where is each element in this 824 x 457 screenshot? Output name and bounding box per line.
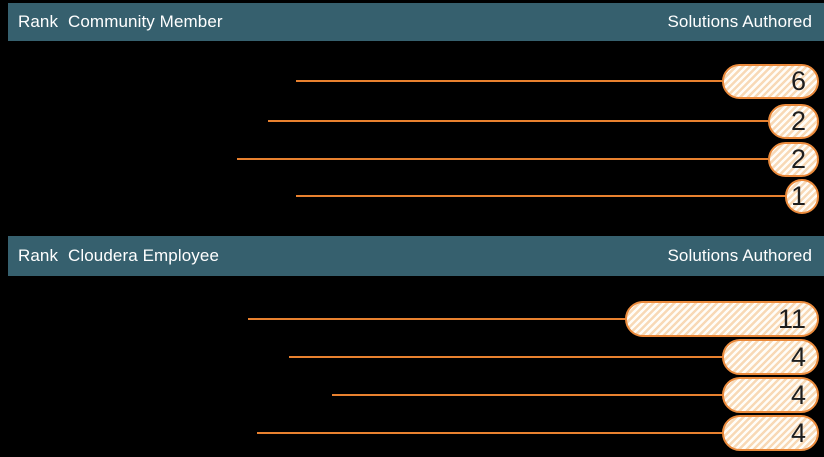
solutions-count: 2 — [790, 106, 806, 136]
solutions-count-badge: 4 — [722, 415, 819, 451]
solutions-count-badge: 2 — [768, 104, 819, 139]
bar-line — [296, 80, 722, 82]
solutions-count: 2 — [790, 144, 806, 174]
bar-line — [268, 120, 768, 122]
rank-column-header: Rank — [18, 246, 59, 265]
bar-line — [257, 432, 722, 434]
solutions-count-badge: 4 — [722, 339, 819, 375]
solutions-count: 1 — [790, 181, 806, 211]
solutions-count: 6 — [790, 66, 806, 96]
solutions-column-header: Solutions Authored — [667, 12, 812, 31]
community-table-header: Rank Community Member Solutions Authored — [8, 3, 824, 41]
bar-line — [296, 195, 785, 197]
solutions-count-badge: 6 — [722, 64, 819, 99]
member-column-header: Community Member — [68, 12, 223, 31]
bar-line — [332, 394, 722, 396]
solutions-count-badge: 11 — [625, 301, 819, 337]
solutions-count: 4 — [790, 379, 806, 410]
bar-line — [248, 318, 625, 320]
employee-table-header: Rank Cloudera Employee Solutions Authore… — [8, 236, 824, 276]
member-column-header: Cloudera Employee — [68, 246, 220, 265]
bar-line — [289, 356, 722, 358]
bar-line — [237, 158, 768, 160]
solutions-count: 11 — [777, 303, 806, 334]
solutions-count-badge: 4 — [722, 377, 819, 413]
solutions-column-header: Solutions Authored — [667, 246, 812, 265]
solutions-count: 4 — [790, 341, 806, 372]
solutions-count: 4 — [790, 417, 806, 448]
solutions-count-badge: 1 — [785, 179, 819, 214]
solutions-count-badge: 2 — [768, 142, 819, 177]
rank-column-header: Rank — [18, 12, 59, 31]
